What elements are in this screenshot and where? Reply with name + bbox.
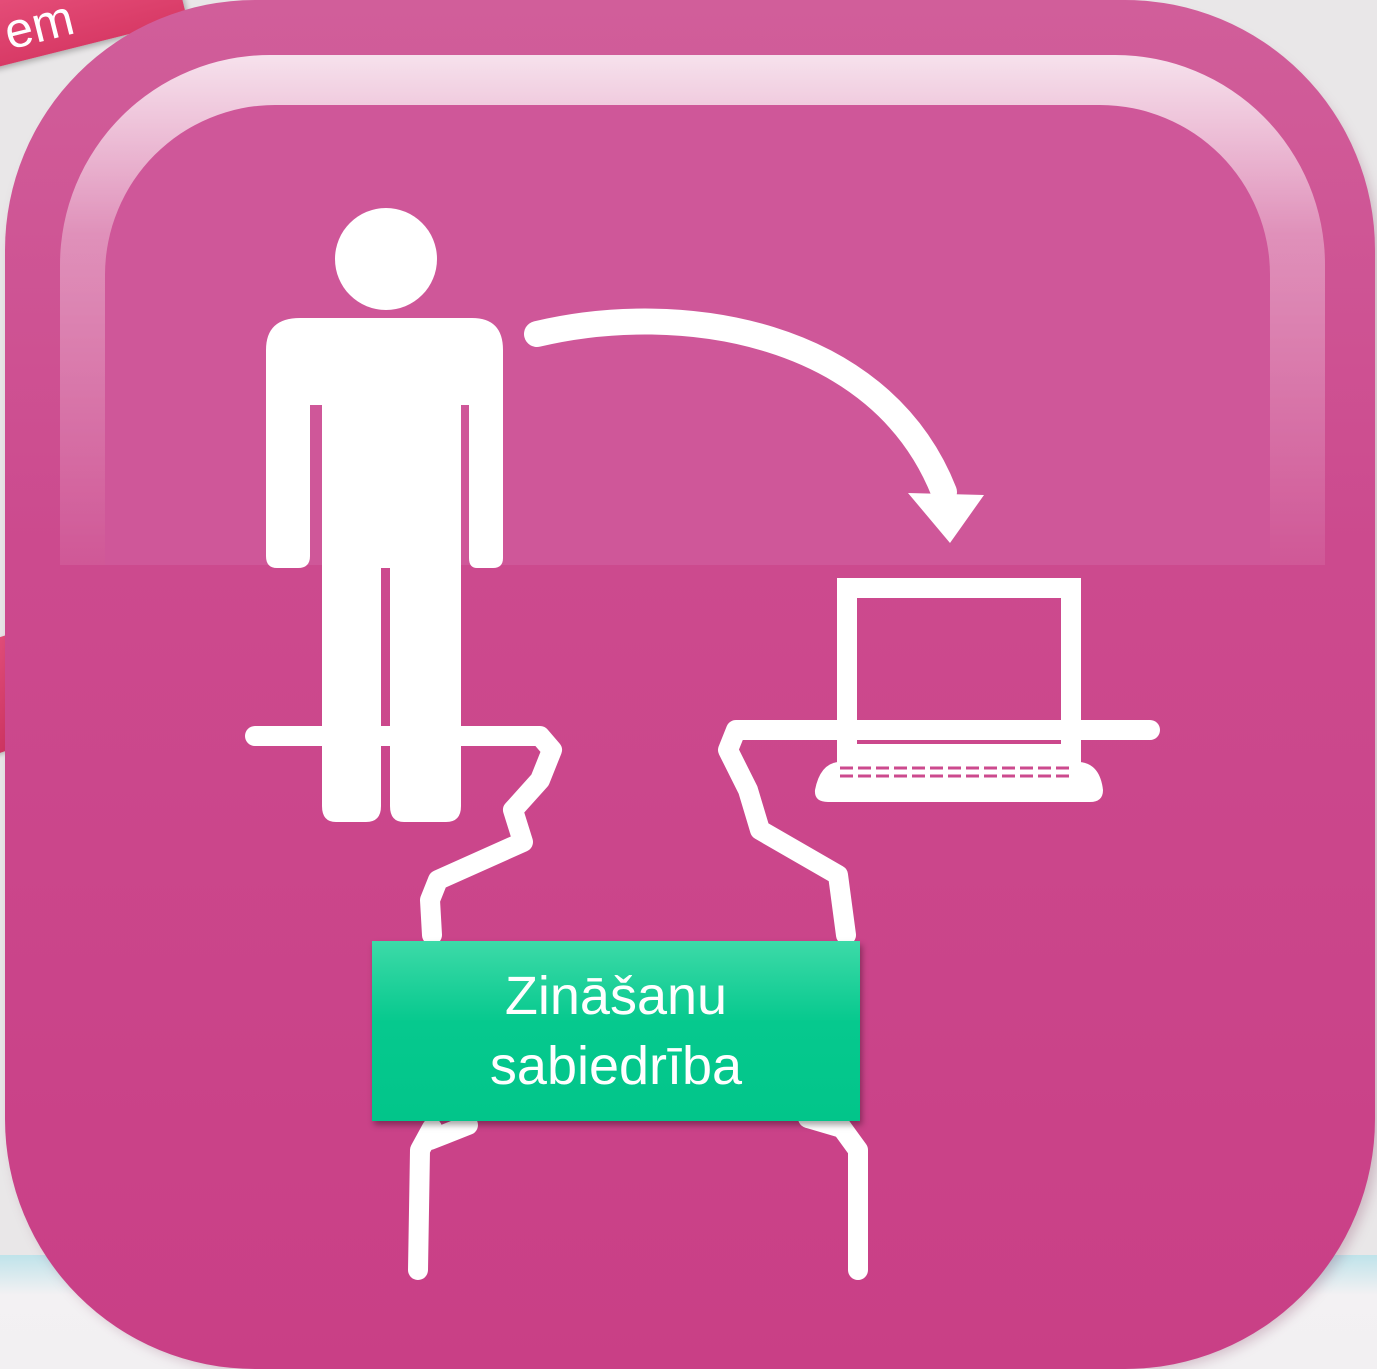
label-line-2: sabiedrība — [490, 1031, 742, 1101]
curved-arrow-icon — [537, 322, 984, 543]
label-line-1: Zināšanu — [505, 961, 727, 1031]
laptop-icon — [815, 588, 1103, 802]
knowledge-society-label: Zināšanu sabiedrība — [372, 941, 860, 1121]
